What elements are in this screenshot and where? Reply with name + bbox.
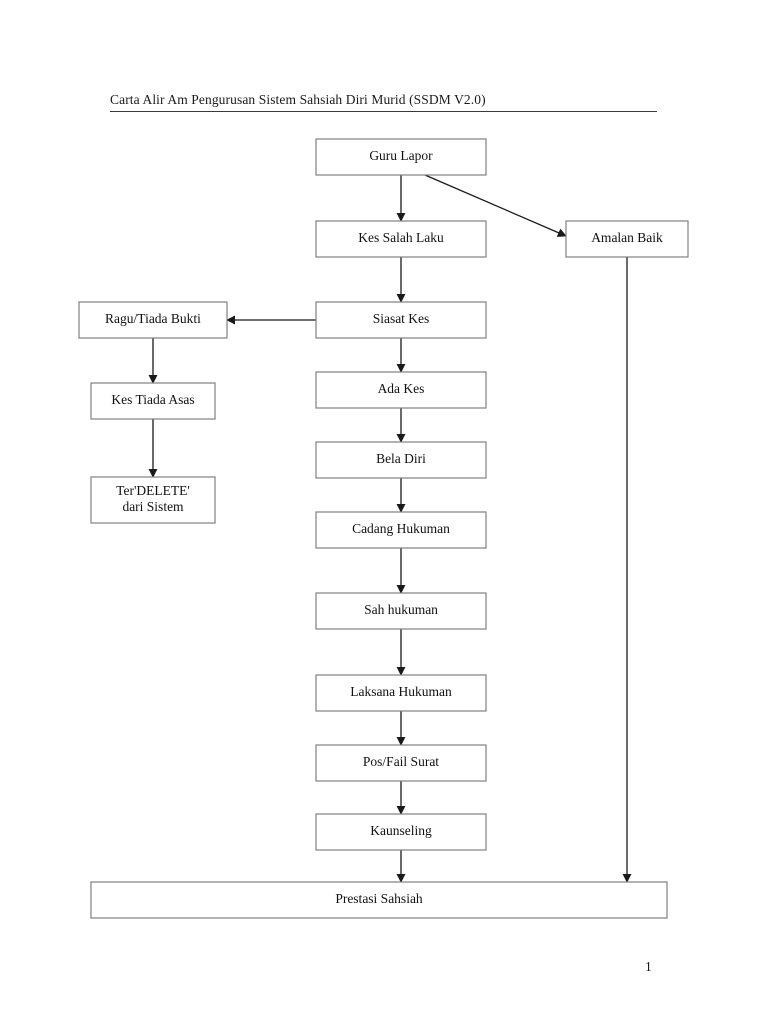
page-title: Carta Alir Am Pengurusan Sistem Sahsiah … — [110, 92, 486, 107]
flow-edge-guru-lapor-to-amalan-baik — [424, 174, 567, 237]
flow-node-label-guru-lapor: Guru Lapor — [369, 148, 433, 163]
flow-node-label-laksana-hukuman: Laksana Hukuman — [350, 684, 452, 699]
flow-node-box-ada-kes — [315, 371, 487, 409]
flow-node-label-pos-fail-surat: Pos/Fail Surat — [363, 754, 439, 769]
flow-node-box-prestasi-sahsiah — [90, 881, 668, 919]
flow-node-laksana-hukuman[interactable]: Laksana Hukuman — [315, 674, 487, 712]
flow-node-guru-lapor[interactable]: Guru Lapor — [315, 138, 487, 176]
flow-node-label-ter-delete: Ter'DELETE'dari Sistem — [116, 483, 190, 514]
flow-node-pos-fail-surat[interactable]: Pos/Fail Surat — [315, 744, 487, 782]
flow-node-box-amalan-baik — [565, 220, 689, 258]
flow-node-prestasi-sahsiah[interactable]: Prestasi Sahsiah — [90, 881, 668, 919]
flow-node-sah-hukuman[interactable]: Sah hukuman — [315, 592, 487, 630]
flow-node-box-ter-delete — [90, 476, 216, 524]
flow-node-label-prestasi-sahsiah: Prestasi Sahsiah — [335, 891, 423, 906]
flow-node-box-laksana-hukuman — [315, 674, 487, 712]
flow-node-siasat-kes[interactable]: Siasat Kes — [315, 301, 487, 339]
flow-node-box-sah-hukuman — [315, 592, 487, 630]
flow-node-label-ada-kes: Ada Kes — [378, 381, 425, 396]
flow-node-ragu-tiada-bukti[interactable]: Ragu/Tiada Bukti — [78, 301, 228, 339]
flow-node-label-kes-salah-laku: Kes Salah Laku — [358, 230, 444, 245]
flow-node-box-kes-tiada-asas — [90, 382, 216, 420]
flow-node-kaunseling[interactable]: Kaunseling — [315, 813, 487, 851]
flow-node-label-amalan-baik: Amalan Baik — [591, 230, 663, 245]
flow-node-label-kes-tiada-asas: Kes Tiada Asas — [111, 392, 194, 407]
flow-node-label-bela-diri: Bela Diri — [376, 451, 426, 466]
title-underline — [110, 111, 657, 112]
flow-node-box-pos-fail-surat — [315, 744, 487, 782]
flow-node-label-ragu-tiada-bukti: Ragu/Tiada Bukti — [105, 311, 201, 326]
flow-node-label-cadang-hukuman: Cadang Hukuman — [352, 521, 450, 536]
flow-node-box-siasat-kes — [315, 301, 487, 339]
flow-node-label-kaunseling: Kaunseling — [370, 823, 432, 838]
flow-node-box-guru-lapor — [315, 138, 487, 176]
flow-node-amalan-baik[interactable]: Amalan Baik — [565, 220, 689, 258]
flow-node-label-sah-hukuman: Sah hukuman — [364, 602, 438, 617]
flow-node-bela-diri[interactable]: Bela Diri — [315, 441, 487, 479]
flow-node-box-ragu-tiada-bukti — [78, 301, 228, 339]
flow-node-label-siasat-kes: Siasat Kes — [373, 311, 430, 326]
flowchart-edges — [148, 174, 632, 883]
flow-node-box-kaunseling — [315, 813, 487, 851]
flow-node-ada-kes[interactable]: Ada Kes — [315, 371, 487, 409]
flow-node-box-bela-diri — [315, 441, 487, 479]
page-number: 1 — [645, 959, 652, 974]
flow-node-box-cadang-hukuman — [315, 511, 487, 549]
flow-node-ter-delete[interactable]: Ter'DELETE'dari Sistem — [90, 476, 216, 524]
flow-node-kes-tiada-asas[interactable]: Kes Tiada Asas — [90, 382, 216, 420]
flow-node-kes-salah-laku[interactable]: Kes Salah Laku — [315, 220, 487, 258]
flow-node-cadang-hukuman[interactable]: Cadang Hukuman — [315, 511, 487, 549]
flow-node-box-kes-salah-laku — [315, 220, 487, 258]
